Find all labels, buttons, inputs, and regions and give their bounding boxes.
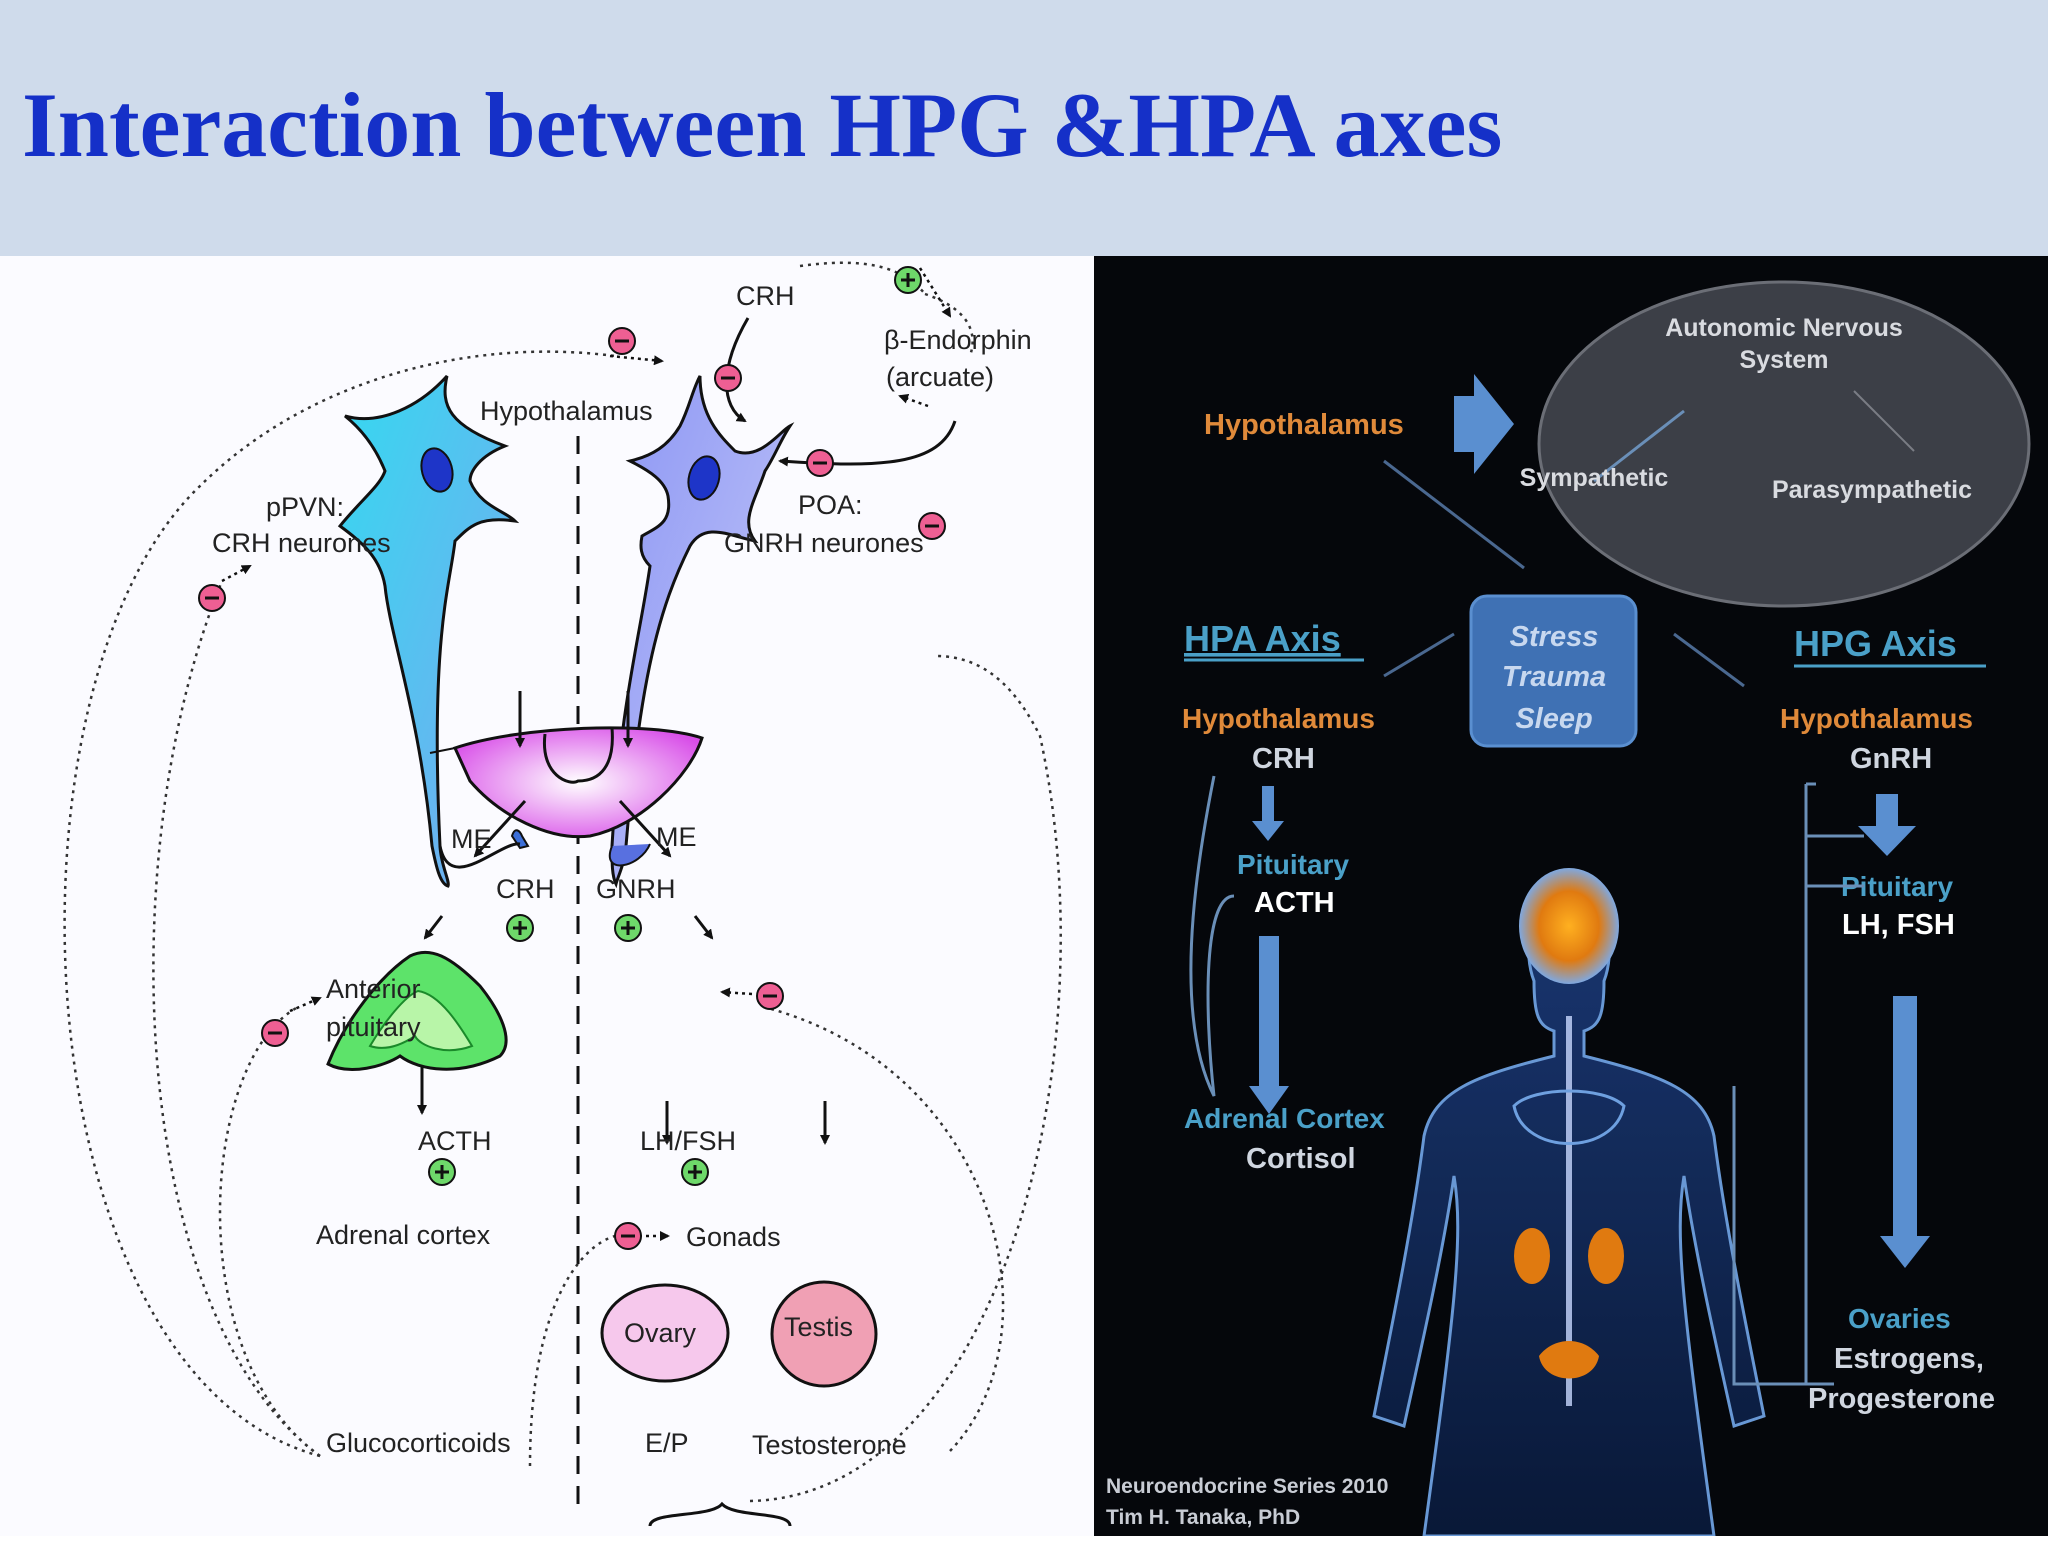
stress-axes-diagram: Autonomic Nervous System Sympathetic Par…	[1094, 256, 2048, 1536]
outer-glucocorticoid-loop	[63, 350, 616, 1458]
credit-line2: Tim H. Tanaka, PhD	[1106, 1506, 1300, 1529]
adrenal-cortex-label: Adrenal cortex	[316, 1220, 491, 1250]
hpa-pituitary: Pituitary	[1237, 849, 1349, 880]
crh-neuron	[337, 374, 530, 888]
to-ans-arrow	[1454, 374, 1514, 474]
ans-title-line2: System	[1740, 346, 1829, 374]
hpg-heading: HPG Axis	[1794, 623, 1957, 664]
ppvn-label: pPVN:	[266, 492, 344, 522]
feedback-diagram-svg: CRH β-Endorphin (arcuate) Hypothalamus p…	[63, 261, 1062, 1527]
hpa-heading: HPA Axis	[1184, 618, 1341, 659]
acth-label: ACTH	[418, 1126, 492, 1156]
hpa-hypothalamus: Hypothalamus	[1182, 703, 1375, 734]
glucocorticoid-to-crh-loop	[152, 580, 321, 1458]
gonads-label: Gonads	[686, 1222, 781, 1252]
hypothalamus-top-label: Hypothalamus	[1204, 409, 1404, 441]
sex-steroid-to-pituitary-loop	[759, 1004, 1005, 1452]
inhibition-markers	[198, 327, 946, 1250]
arcuate-label: (arcuate)	[886, 362, 994, 392]
credit-line1: Neuroendocrine Series 2010	[1106, 1475, 1388, 1498]
stimulation-markers	[428, 266, 922, 1186]
crh-beta-endorphin-loop	[924, 292, 974, 357]
human-body-figure	[1372, 868, 1766, 1536]
stress-line2: Trauma	[1502, 661, 1606, 693]
testis-shape	[770, 1280, 878, 1388]
testosterone-label: Testosterone	[752, 1430, 907, 1460]
hpg-ovaries: Ovaries	[1848, 1303, 1951, 1334]
stress-line3: Sleep	[1515, 703, 1592, 735]
me-left-label: ME	[451, 824, 492, 854]
poa-label: POA:	[798, 490, 863, 520]
hpg-lhfsh: LH, FSH	[1842, 909, 1955, 941]
crh-neurones-label: CRH neurones	[212, 528, 391, 558]
glucocorticoids-label: Glucocorticoids	[326, 1428, 511, 1458]
testis-label: Testis	[784, 1312, 853, 1342]
anterior-label: Anterior	[326, 974, 421, 1004]
slide-title: Interaction between HPG &HPA axes	[22, 74, 1503, 176]
stress-axes-svg: Autonomic Nervous System Sympathetic Par…	[1106, 280, 2031, 1536]
ans-title-line1: Autonomic Nervous	[1665, 314, 1903, 342]
ep-label: E/P	[645, 1428, 689, 1458]
me-right-label: ME	[656, 822, 697, 852]
hypothalamus-label: Hypothalamus	[480, 396, 653, 426]
ovary-shape	[600, 1283, 730, 1383]
hpg-hypothalamus: Hypothalamus	[1780, 703, 1973, 734]
crh-top-label: CRH	[736, 281, 795, 311]
lhfsh-label: LH/FSH	[640, 1126, 736, 1156]
gnrh-neurones-label: GNRH neurones	[724, 528, 924, 558]
parasympathetic-label: Parasympathetic	[1772, 476, 1972, 504]
gnrh-mid-label: GNRH	[596, 874, 676, 904]
stress-line1: Stress	[1510, 621, 1599, 653]
adrenal-cortex-shape	[326, 950, 508, 1071]
title-bar: Interaction between HPG &HPA axes	[0, 0, 2048, 256]
glucocorticoid-to-gonads-loop	[528, 1234, 616, 1467]
pituitary-label: pituitary	[326, 1012, 421, 1042]
outer-sex-steroid-loop	[749, 654, 1062, 1503]
hpa-acth: ACTH	[1254, 887, 1335, 919]
beta-endorphin-label: β-Endorphin	[884, 325, 1032, 355]
gnrh-neuron	[608, 375, 795, 889]
sympathetic-label: Sympathetic	[1520, 464, 1669, 492]
hpg-hpa-feedback-diagram: CRH β-Endorphin (arcuate) Hypothalamus p…	[0, 256, 1094, 1536]
hpa-crh: CRH	[1252, 743, 1315, 775]
glucocorticoid-to-pituitary-loop	[218, 1004, 321, 1458]
hpa-cortisol: Cortisol	[1246, 1143, 1356, 1175]
crh-mid-label: CRH	[496, 874, 555, 904]
ans-ellipse	[1537, 280, 2031, 608]
hpg-progesterone: Progesterone	[1808, 1383, 1995, 1415]
anterior-pituitary-shape	[429, 726, 704, 839]
stress-box	[1469, 594, 1638, 748]
ep-testosterone-brace	[648, 1501, 792, 1527]
hpg-gnrh: GnRH	[1850, 743, 1932, 775]
hpg-estrogens: Estrogens,	[1834, 1343, 1984, 1375]
feedback-loops	[63, 261, 1062, 1503]
ovary-label: Ovary	[624, 1318, 697, 1348]
hpa-adrenal-cortex: Adrenal Cortex	[1184, 1103, 1385, 1134]
